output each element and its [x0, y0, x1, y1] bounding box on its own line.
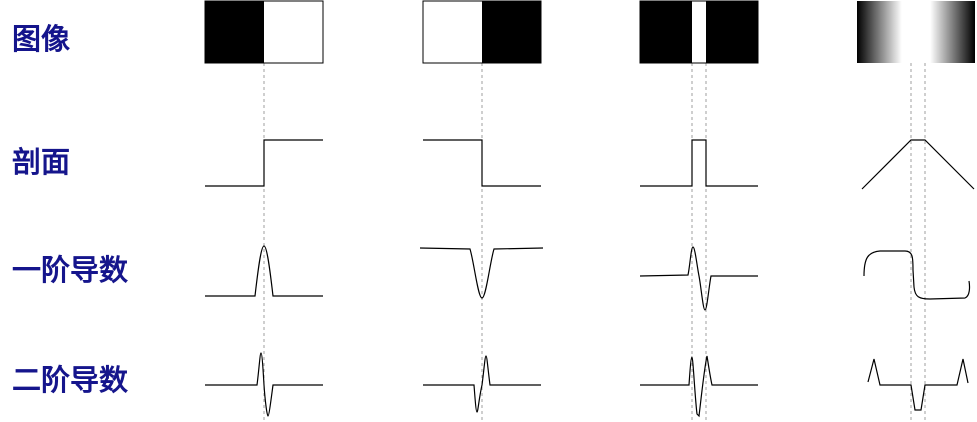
second-derivative-thin-line — [640, 355, 758, 418]
row-label-first-derivative: 一阶导数 — [12, 253, 129, 287]
second-derivative-step-down — [423, 355, 541, 413]
image-step-down — [422, 0, 542, 64]
first-derivative-ramp — [863, 250, 971, 300]
second-derivative-row — [205, 352, 969, 418]
row-label-profile: 剖面 — [12, 145, 71, 179]
second-derivative-step-up — [205, 352, 323, 417]
profile-ramp — [861, 139, 975, 190]
image-ramp — [857, 1, 975, 63]
profile-step-up — [205, 139, 323, 187]
first-derivative-row — [205, 245, 971, 311]
image-step-up — [204, 0, 324, 64]
row-label-image: 图像 — [12, 22, 71, 56]
image-row — [204, 0, 975, 64]
first-derivative-step-down — [419, 247, 544, 299]
second-derivative-ramp — [867, 358, 969, 411]
profile-thin-line — [640, 139, 758, 187]
image-thin-line — [639, 0, 759, 64]
first-derivative-thin-line — [639, 246, 758, 311]
profile-step-down — [423, 139, 541, 187]
profile-row — [205, 139, 975, 190]
row-label-second-derivative: 二阶导数 — [12, 363, 129, 397]
first-derivative-step-up — [205, 245, 323, 297]
guide-lines — [263, 63, 926, 420]
